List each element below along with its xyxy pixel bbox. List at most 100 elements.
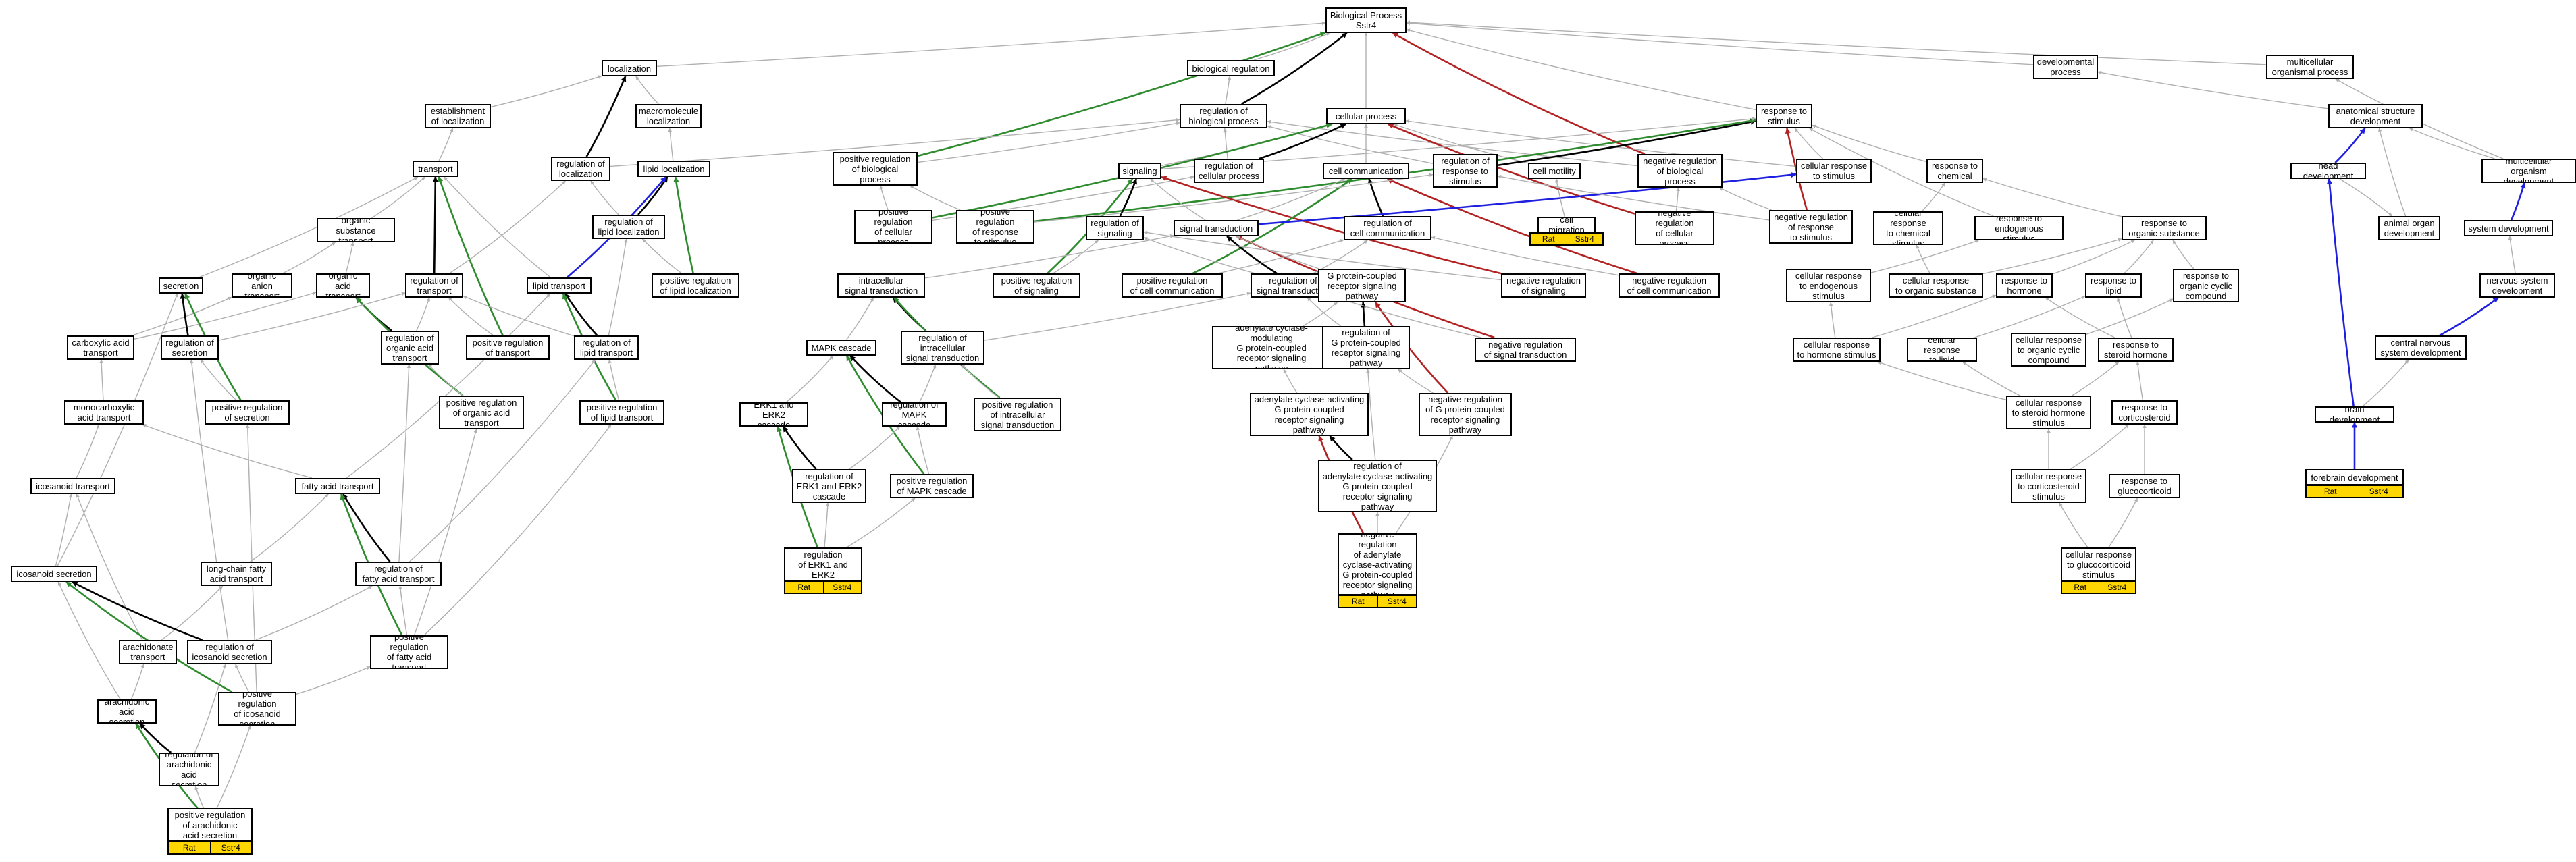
go-term-node[interactable]: regulation of lipid transport xyxy=(574,335,639,360)
go-term-node[interactable]: positive regulation of intracellular sig… xyxy=(974,398,1061,431)
go-term-node[interactable]: response to lipid xyxy=(2085,273,2142,298)
go-term-node[interactable]: negative regulation of adenylate cyclase… xyxy=(1338,533,1417,595)
go-term-node[interactable]: arachidonate transport xyxy=(119,640,177,664)
go-term-node[interactable]: negative regulation of signaling xyxy=(1501,273,1586,298)
go-term-node[interactable]: macromolecule localization xyxy=(635,104,702,128)
go-term-node[interactable]: adenylate cyclase-activating G protein-c… xyxy=(1250,393,1369,436)
go-term-node[interactable]: system development xyxy=(2464,220,2553,236)
go-term-node[interactable]: icosanoid transport xyxy=(30,478,115,494)
go-term-node[interactable]: animal organ development xyxy=(2378,216,2440,240)
go-term-node[interactable]: signaling xyxy=(1118,163,1161,179)
go-term-node[interactable]: regulation of signaling xyxy=(1086,216,1144,240)
go-term-node[interactable]: cellular response to endogenous stimulus xyxy=(1786,269,1871,302)
go-term-node[interactable]: Biological Process Sstr4 xyxy=(1325,7,1407,33)
go-term-node[interactable]: organic acid transport xyxy=(316,273,370,298)
go-term-node[interactable]: response to corticosteroid xyxy=(2111,400,2178,425)
go-term-node[interactable]: nervous system development xyxy=(2479,273,2555,298)
go-term-node[interactable]: cellular response to chemical stimulus xyxy=(1873,211,1943,245)
go-term-node[interactable]: positive regulation of MAPK cascade xyxy=(890,474,974,498)
go-term-node[interactable]: cellular response to steroid hormone sti… xyxy=(2006,396,2091,429)
go-term-node[interactable]: response to organic substance xyxy=(2122,216,2207,240)
go-term-node[interactable]: MAPK cascade xyxy=(806,340,876,356)
go-term-node[interactable]: biological regulation xyxy=(1187,60,1275,76)
go-term-node[interactable]: positive regulation of biological proces… xyxy=(833,152,918,186)
go-term-node[interactable]: regulation of response to stimulus xyxy=(1433,154,1498,188)
go-term-node[interactable]: positive regulation of lipid localizatio… xyxy=(652,273,739,298)
go-term-node[interactable]: head development xyxy=(2290,163,2366,179)
go-term-node[interactable]: cell migration xyxy=(1537,217,1596,233)
go-term-node[interactable]: regulation of cell communication xyxy=(1344,216,1431,240)
go-term-node[interactable]: regulation of biological process xyxy=(1180,104,1267,128)
go-term-node[interactable]: organic substance transport xyxy=(317,218,395,242)
go-term-node[interactable]: anatomical structure development xyxy=(2328,104,2423,128)
go-term-node[interactable]: cellular response to organic substance xyxy=(1889,273,1983,298)
go-term-node[interactable]: response to stimulus xyxy=(1756,104,1812,128)
go-term-node[interactable]: cellular response to organic cyclic comp… xyxy=(2011,333,2086,367)
go-term-node[interactable]: regulation of G protein-coupled receptor… xyxy=(1322,326,1410,369)
go-term-node[interactable]: developmental process xyxy=(2033,55,2098,79)
go-term-node[interactable]: multicellular organismal process xyxy=(2266,55,2354,79)
go-term-node[interactable]: positive regulation of ERK1 and ERK2 cas… xyxy=(784,547,862,581)
go-term-node[interactable]: positive regulation of organic acid tran… xyxy=(439,396,524,429)
go-term-node[interactable]: lipid localization xyxy=(637,161,710,177)
go-term-node[interactable]: negative regulation of G protein-coupled… xyxy=(1419,393,1512,436)
go-term-node[interactable]: establishment of localization xyxy=(425,104,491,128)
go-term-node[interactable]: positive regulation of fatty acid transp… xyxy=(370,635,448,669)
go-term-node[interactable]: long-chain fatty acid transport xyxy=(201,562,272,586)
go-term-node[interactable]: regulation of icosanoid secretion xyxy=(187,640,272,664)
go-term-node[interactable]: cellular response to hormone stimulus xyxy=(1793,338,1881,362)
go-term-node[interactable]: positive regulation of response to stimu… xyxy=(956,210,1034,244)
go-term-node[interactable]: signal transduction xyxy=(1174,220,1259,236)
go-term-node[interactable]: arachidonic acid secretion xyxy=(97,699,157,724)
go-term-node[interactable]: positive regulation of lipid transport xyxy=(579,400,664,425)
go-term-node[interactable]: response to endogenous stimulus xyxy=(1974,216,2064,240)
go-term-node[interactable]: response to steroid hormone xyxy=(2098,338,2174,362)
go-term-node[interactable]: negative regulation of response to stimu… xyxy=(1769,210,1853,244)
go-term-node[interactable]: regulation of ERK1 and ERK2 cascade xyxy=(792,469,866,503)
go-term-node[interactable]: intracellular signal transduction xyxy=(837,273,925,298)
go-term-node[interactable]: cellular process xyxy=(1326,108,1406,124)
go-term-node[interactable]: cell communication xyxy=(1323,163,1409,179)
go-term-node[interactable]: regulation of organic acid transport xyxy=(381,331,439,365)
go-term-node[interactable]: negative regulation of cell communicatio… xyxy=(1619,273,1720,298)
go-term-node[interactable]: brain development xyxy=(2315,406,2394,423)
go-term-node[interactable]: positive regulation of cell communicatio… xyxy=(1122,273,1223,298)
go-term-node[interactable]: response to hormone xyxy=(1996,273,2053,298)
go-term-node[interactable]: positive regulation of arachidonic acid … xyxy=(167,808,253,842)
go-term-node[interactable]: adenylate cyclase-modulating G protein-c… xyxy=(1212,326,1331,369)
go-term-node[interactable]: regulation of localization xyxy=(551,157,610,181)
go-term-node[interactable]: central nervous system development xyxy=(2375,335,2467,360)
go-term-node[interactable]: cell motility xyxy=(1528,163,1581,179)
go-term-node[interactable]: secretion xyxy=(159,277,203,294)
go-term-node[interactable]: positive regulation of icosanoid secreti… xyxy=(218,692,296,726)
go-term-node[interactable]: negative regulation of signal transducti… xyxy=(1475,338,1576,362)
go-term-node[interactable]: regulation of cellular process xyxy=(1194,159,1264,183)
go-term-node[interactable]: ERK1 and ERK2 cascade xyxy=(739,402,808,427)
go-term-node[interactable]: response to organic cyclic compound xyxy=(2173,269,2239,302)
go-term-node[interactable]: regulation of intracellular signal trans… xyxy=(901,331,984,365)
go-term-node[interactable]: negative regulation of cellular process xyxy=(1635,211,1714,245)
go-term-node[interactable]: positive regulation of secretion xyxy=(205,400,290,425)
go-term-node[interactable]: localization xyxy=(602,60,657,76)
go-term-node[interactable]: organic anion transport xyxy=(232,273,292,298)
go-term-node[interactable]: cellular response to glucocorticoid stim… xyxy=(2061,547,2136,581)
go-term-node[interactable]: icosanoid secretion xyxy=(11,566,97,582)
go-term-node[interactable]: negative regulation of biological proces… xyxy=(1637,154,1723,188)
go-term-node[interactable]: regulation of arachidonic acid secretion xyxy=(159,753,219,786)
go-term-node[interactable]: fatty acid transport xyxy=(295,478,380,494)
go-term-node[interactable]: cellular response to stimulus xyxy=(1796,159,1872,183)
go-term-node[interactable]: positive regulation of cellular process xyxy=(854,210,932,244)
go-term-node[interactable]: regulation of lipid localization xyxy=(592,215,665,239)
go-term-node[interactable]: lipid transport xyxy=(527,277,592,294)
go-term-node[interactable]: positive regulation of signaling xyxy=(993,273,1080,298)
go-term-node[interactable]: regulation of secretion xyxy=(161,335,219,360)
go-term-node[interactable]: regulation of fatty acid transport xyxy=(355,562,442,586)
go-term-node[interactable]: regulation of adenylate cyclase-activati… xyxy=(1318,460,1437,512)
go-term-node[interactable]: response to glucocorticoid xyxy=(2109,474,2180,498)
go-term-node[interactable]: regulation of transport xyxy=(405,273,463,298)
go-term-node[interactable]: carboxylic acid transport xyxy=(67,335,134,360)
go-term-node[interactable]: response to chemical xyxy=(1926,159,1983,183)
go-term-node[interactable]: regulation of MAPK cascade xyxy=(882,402,947,427)
go-term-node[interactable]: forebrain development xyxy=(2305,469,2404,485)
go-term-node[interactable]: positive regulation of transport xyxy=(466,335,550,360)
